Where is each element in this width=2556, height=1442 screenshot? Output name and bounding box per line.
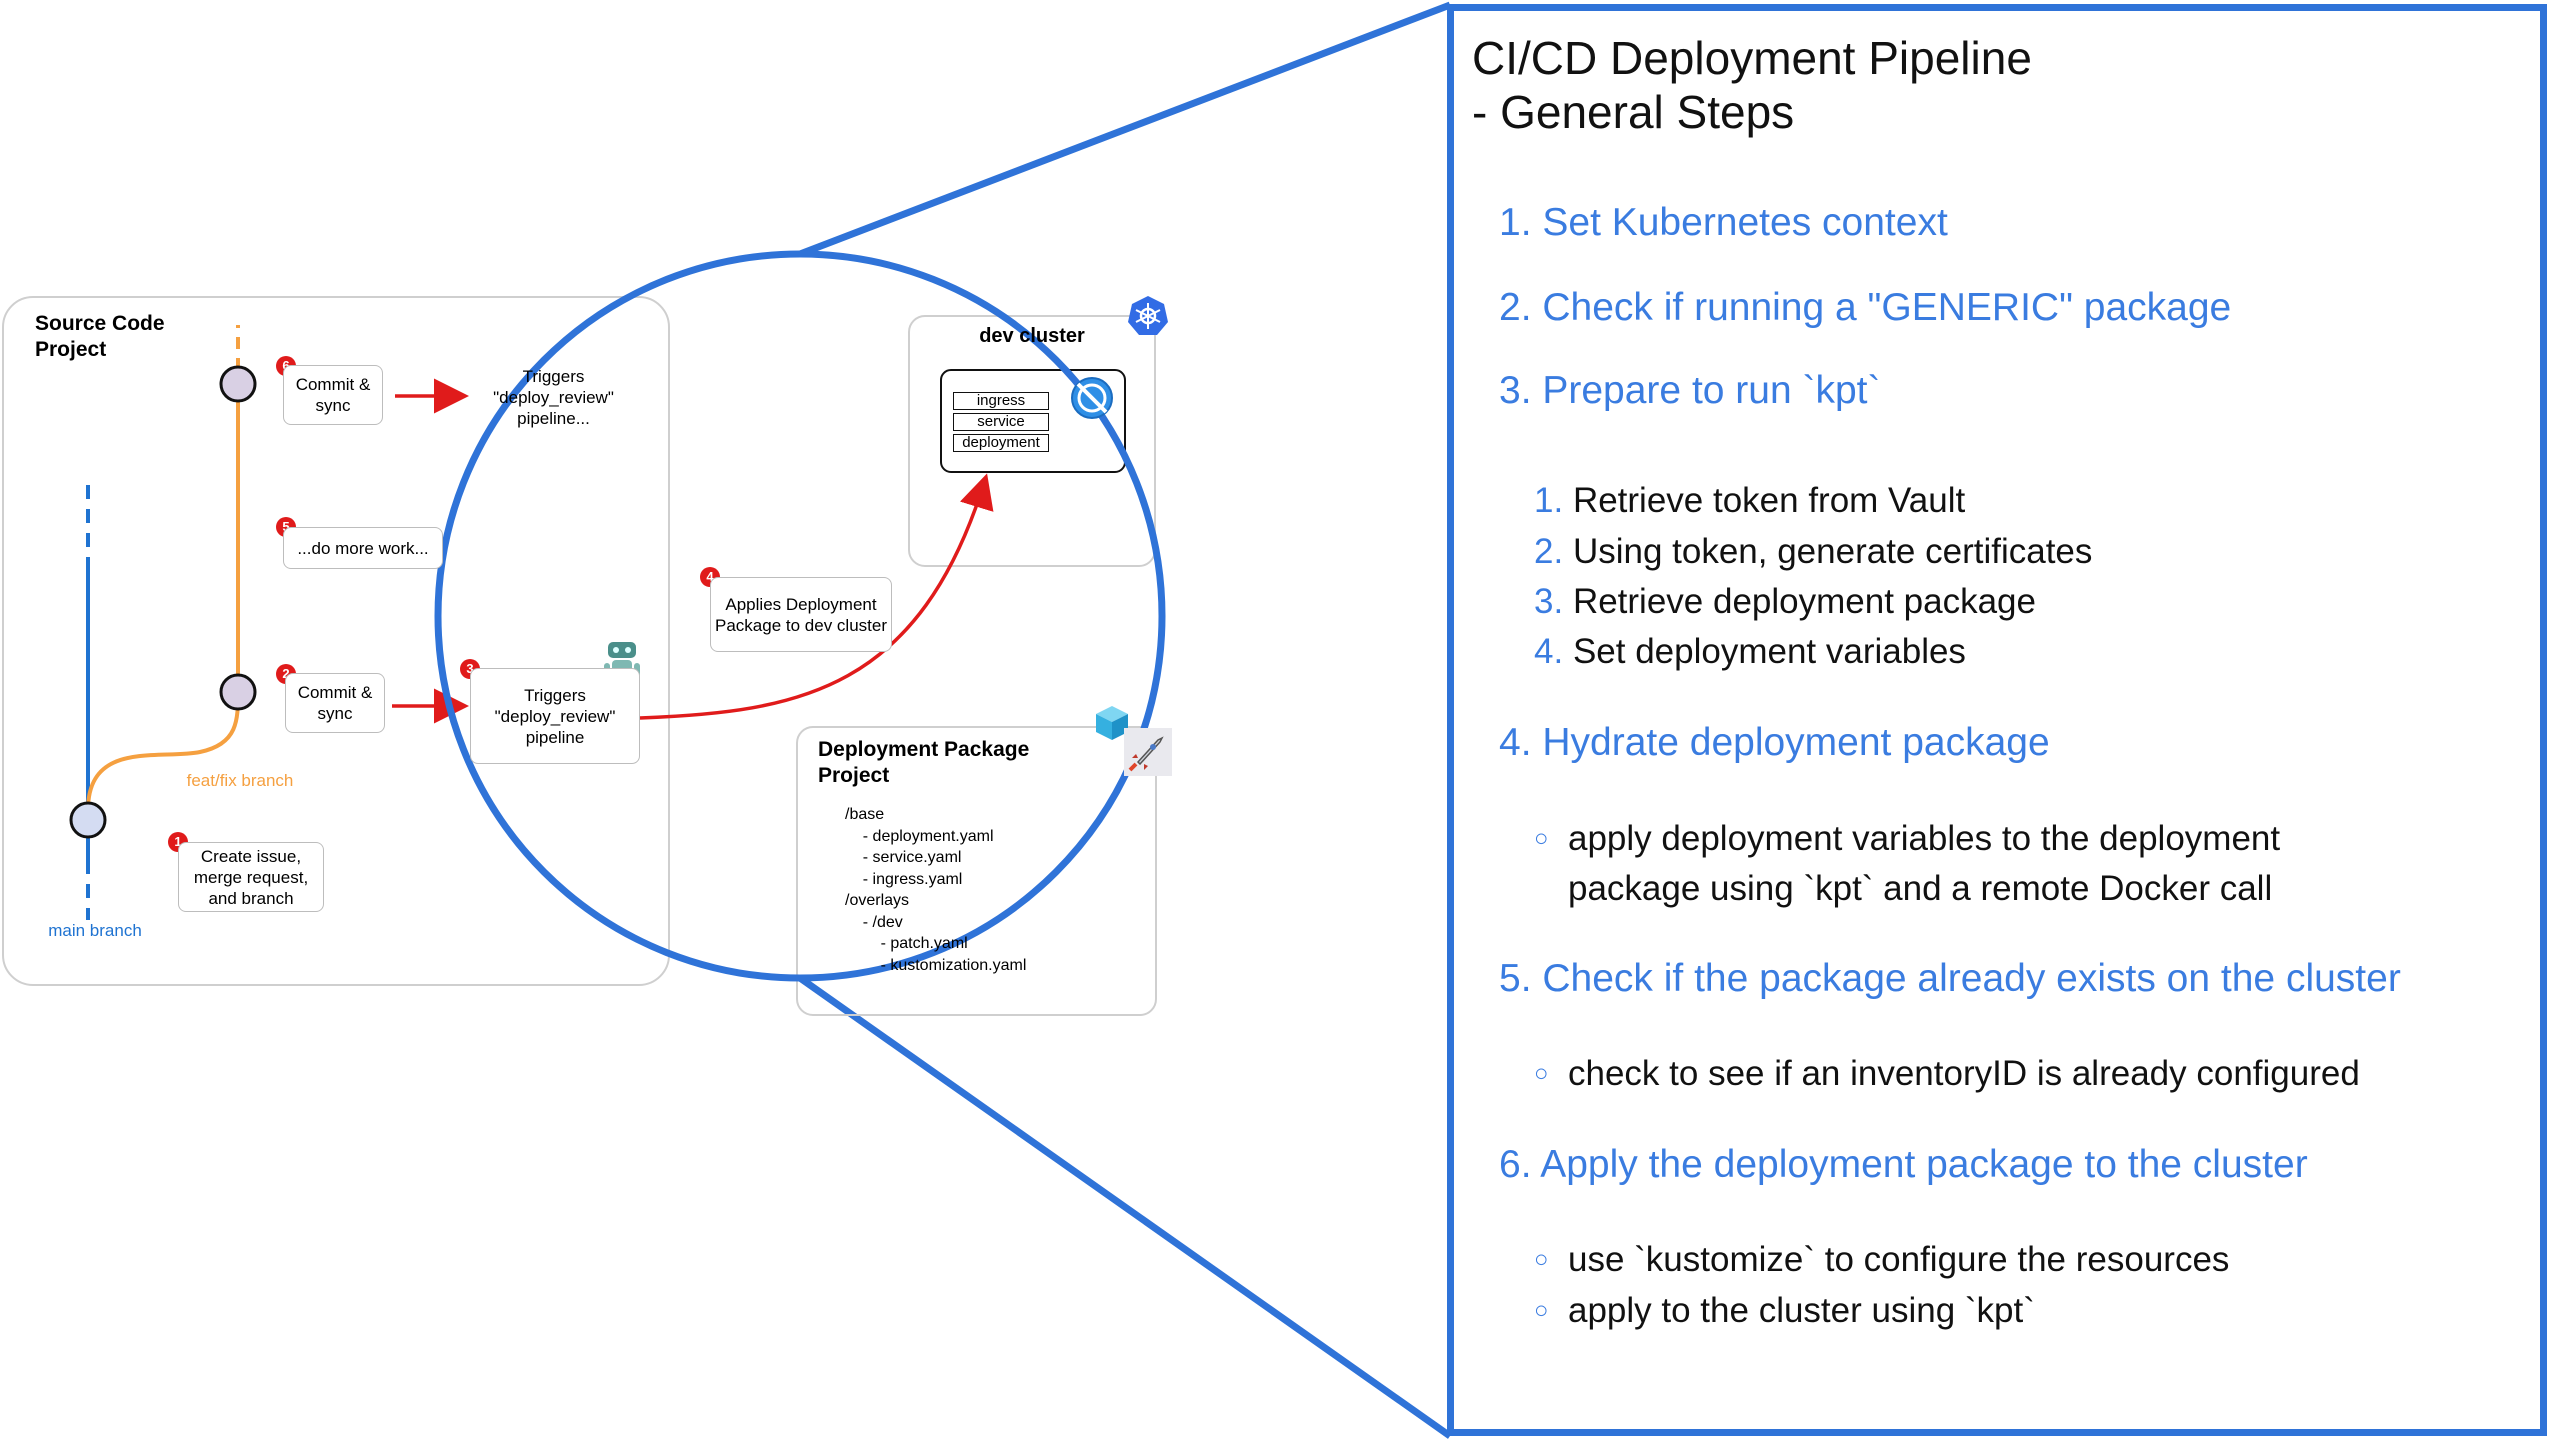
panel-substep-4-num: 4. xyxy=(1534,632,1564,671)
bullet-circle-icon: ○ xyxy=(1534,1246,1549,1273)
rocket-icon xyxy=(1124,728,1172,776)
panel-substep-1-text: Retrieve token from Vault xyxy=(1572,481,1966,520)
panel-substep-1: 1. Retrieve token from Vault xyxy=(1534,481,1965,521)
panel-substep-3: 3. Retrieve deployment package xyxy=(1534,582,2036,622)
panel-bullet-5a: ○ check to see if an inventoryID is alre… xyxy=(1534,1054,2360,1094)
step-6-box[interactable]: Commit & sync xyxy=(283,365,383,425)
panel-bullet-4b: package using `kpt` and a remote Docker … xyxy=(1568,869,2272,909)
steps-panel: CI/CD Deployment Pipeline - General Step… xyxy=(1447,4,2547,1436)
panel-bullet-4b-text: package using `kpt` and a remote Docker … xyxy=(1568,869,2273,908)
panel-substep-2: 2. Using token, generate certificates xyxy=(1534,532,2092,572)
bullet-circle-icon: ○ xyxy=(1534,825,1549,852)
feat-branch-label: feat/fix branch xyxy=(186,771,294,790)
panel-substep-3-num: 3. xyxy=(1534,582,1564,621)
dev-cluster-frame xyxy=(908,315,1156,567)
main-branch-label: main branch xyxy=(48,921,142,940)
panel-substep-2-text: Using token, generate certificates xyxy=(1572,532,2093,571)
panel-step-2: 2. Check if running a "GENERIC" package xyxy=(1499,286,2232,329)
step-5-box[interactable]: ...do more work... xyxy=(283,527,443,569)
panel-bullet-5a-text: check to see if an inventoryID is alread… xyxy=(1568,1054,2360,1093)
resource-deployment: deployment xyxy=(953,434,1049,452)
panel-bullet-4a-text: apply deployment variables to the deploy… xyxy=(1568,819,2281,858)
panel-step-1: 1. Set Kubernetes context xyxy=(1499,201,1948,244)
step-6-trigger-text: Triggers "deploy_review" pipeline... xyxy=(493,367,614,428)
deploy-package-frame xyxy=(796,726,1157,1016)
panel-step-3: 3. Prepare to run `kpt` xyxy=(1499,369,1881,412)
panel-bullet-4a: ○ apply deployment variables to the depl… xyxy=(1534,819,2281,859)
panel-bullet-6b-text: apply to the cluster using `kpt` xyxy=(1568,1291,2035,1330)
deploy-package-title: Deployment Package Project xyxy=(818,737,1029,789)
zoom-circle xyxy=(434,250,1166,982)
commit-node-main xyxy=(69,801,107,839)
source-project-title: Source Code Project xyxy=(35,311,165,363)
network-icon xyxy=(1071,377,1113,419)
panel-step-6: 6. Apply the deployment package to the c… xyxy=(1499,1143,2308,1186)
feat-branch-curve xyxy=(86,691,240,811)
step-3-box[interactable]: Triggers "deploy_review" pipeline xyxy=(470,668,640,764)
panel-title-line1: CI/CD Deployment Pipeline xyxy=(1472,32,2032,84)
resource-service: service xyxy=(953,413,1049,431)
panel-title-line2: - General Steps xyxy=(1472,86,1795,138)
commit-node-2 xyxy=(219,673,257,711)
step-1-box[interactable]: Create issue, merge request, and branch xyxy=(178,842,324,912)
commit-node-6 xyxy=(219,365,257,403)
panel-substep-4-text: Set deployment variables xyxy=(1572,632,1966,671)
source-project-title-line1: Source Code xyxy=(35,312,165,335)
source-project-title-line2: Project xyxy=(35,338,107,361)
source-project-frame xyxy=(2,296,670,986)
package-cube-icon xyxy=(1096,706,1128,740)
kubernetes-icon xyxy=(1128,296,1168,335)
zoom-connector-top xyxy=(798,1,1452,258)
step-4-box[interactable]: Applies Deployment Package to dev cluste… xyxy=(710,577,892,652)
panel-title: CI/CD Deployment Pipeline - General Step… xyxy=(1472,31,2032,139)
panel-bullet-6a: ○ use `kustomize` to configure the resou… xyxy=(1534,1240,2230,1280)
panel-substep-4: 4. Set deployment variables xyxy=(1534,632,1966,672)
bullet-circle-icon: ○ xyxy=(1534,1060,1549,1087)
panel-substep-2-num: 2. xyxy=(1534,532,1564,571)
deploy-package-title-line2: Project xyxy=(818,764,890,787)
dev-cluster-title: dev cluster xyxy=(979,325,1085,347)
cluster-resource-list: ingress service deployment xyxy=(953,392,1051,452)
arrow-pipeline-cluster xyxy=(639,473,994,720)
panel-bullet-6a-text: use `kustomize` to configure the resourc… xyxy=(1568,1240,2230,1279)
panel-bullet-6b: ○ apply to the cluster using `kpt` xyxy=(1534,1291,2035,1331)
panel-substep-3-text: Retrieve deployment package xyxy=(1572,582,2036,621)
zoom-connector-bottom xyxy=(797,975,1453,1439)
resource-ingress: ingress xyxy=(953,392,1049,410)
panel-substep-1-num: 1. xyxy=(1534,481,1564,520)
panel-step-4: 4. Hydrate deployment package xyxy=(1499,721,2050,764)
deploy-package-title-line1: Deployment Package xyxy=(818,738,1030,761)
panel-step-5: 5. Check if the package already exists o… xyxy=(1499,957,2401,1000)
bullet-circle-icon: ○ xyxy=(1534,1297,1549,1324)
step-2-box[interactable]: Commit & sync xyxy=(285,673,385,733)
deploy-package-tree: /base - deployment.yaml - service.yaml -… xyxy=(845,806,1027,974)
